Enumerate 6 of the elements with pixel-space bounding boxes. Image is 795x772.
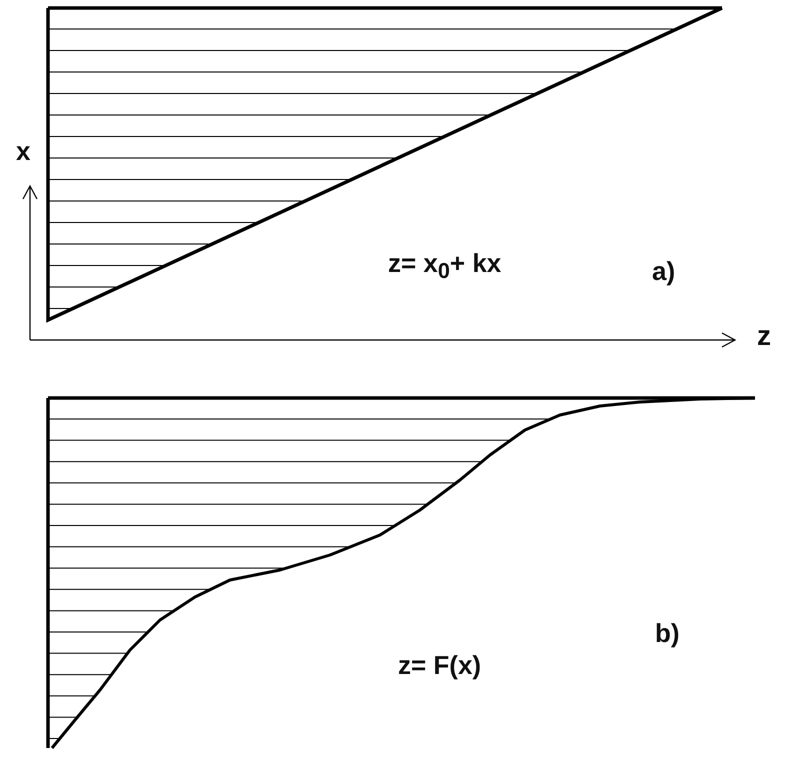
panel-label: a) — [652, 258, 676, 284]
axis-label: x — [16, 138, 30, 164]
formula: z= x$_{0}$+ kx — [388, 250, 502, 282]
axis-label: z — [757, 322, 771, 350]
formula: z= F(x) — [398, 652, 482, 678]
panel-label: b) — [655, 620, 680, 646]
